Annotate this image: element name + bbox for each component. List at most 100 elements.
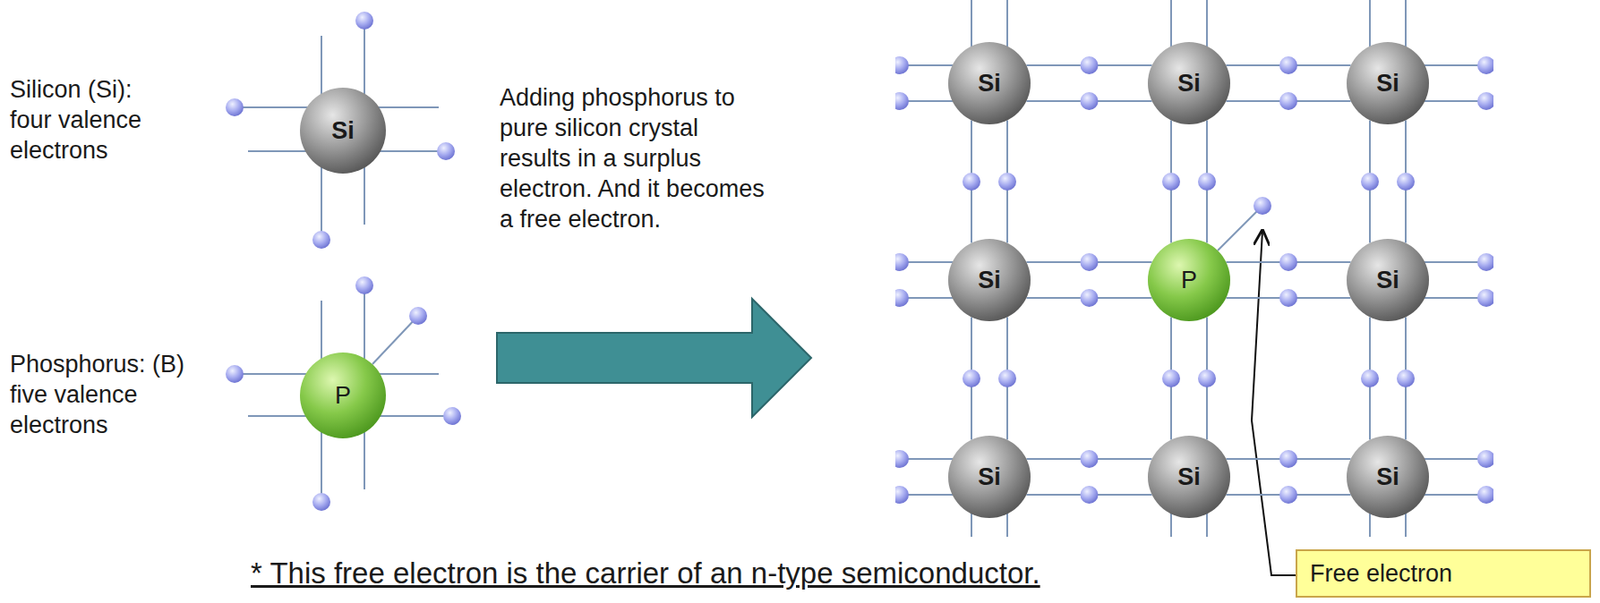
electron-dot [1279, 253, 1298, 272]
electron-dot [1080, 92, 1099, 111]
atom-circle: Si [1147, 436, 1231, 519]
atom-circle: P [299, 352, 386, 439]
covalent-bond [1225, 450, 1351, 505]
electron-dot [1162, 369, 1181, 388]
electron-dot [895, 450, 909, 469]
footnote: * This free electron is the carrier of a… [250, 555, 1041, 593]
electron-dot [1080, 253, 1099, 272]
electron-dot [1279, 289, 1298, 308]
stub-lines [895, 0, 1494, 538]
electron-dot [355, 11, 374, 30]
silicon-bonds [234, 20, 446, 240]
element-symbol: Si [1376, 463, 1400, 492]
electron-dot [1360, 369, 1379, 388]
free-electron-dot [1253, 196, 1272, 215]
element-symbol: Si [977, 69, 1002, 98]
atom-caption: Phosphorus: (B) five valence electrons [9, 349, 198, 441]
electron-dot [1197, 369, 1216, 388]
electron-dot [1080, 486, 1099, 505]
bond-line [1006, 0, 1009, 47]
process-note: Adding phosphorus to pure silicon crysta… [499, 82, 771, 235]
electron-dot [1279, 486, 1298, 505]
atom-circle: Si [1147, 42, 1231, 125]
covalent-bond [1225, 56, 1351, 111]
phosphorus-electrons [225, 276, 462, 512]
electron-dot [409, 307, 428, 326]
process-arrow [496, 299, 812, 418]
electron-dot [1080, 56, 1099, 75]
atom-circle: Si [299, 87, 386, 174]
electron-dot [1197, 172, 1216, 191]
covalent-bond [1162, 316, 1216, 440]
atom-body [1346, 436, 1429, 519]
electron-dot [1396, 172, 1415, 191]
leader-line [1251, 231, 1296, 576]
electron-dot [1477, 486, 1494, 505]
atom-body [948, 42, 1031, 125]
electron-dot [225, 98, 244, 117]
electron-dot [1279, 56, 1298, 75]
bond-line [1170, 0, 1173, 47]
bond-line [970, 513, 973, 538]
electron-dot [895, 289, 909, 308]
atom-body [948, 436, 1031, 519]
electron-dot [312, 493, 331, 512]
electron-dot [1360, 172, 1379, 191]
atom-body [1147, 42, 1231, 125]
element-symbol: P [334, 382, 351, 411]
electron-dot [962, 172, 981, 191]
electron-dot [1162, 172, 1181, 191]
bond-line [1404, 513, 1407, 538]
element-symbol: Si [1376, 266, 1400, 295]
bond-line [1368, 0, 1371, 47]
electron-dot [962, 369, 981, 388]
electron-dot [998, 172, 1017, 191]
extra-electron-line [1217, 205, 1263, 251]
electron-dot [1279, 450, 1298, 469]
electron-dot [895, 92, 909, 111]
element-symbol: Si [977, 463, 1002, 492]
bond-line [1368, 513, 1371, 538]
electron-dot [895, 253, 909, 272]
covalent-bond [1162, 119, 1216, 243]
electron-dot [225, 365, 244, 384]
electron-dot [1477, 92, 1494, 111]
atom-circle: Si [948, 436, 1031, 519]
atom-body [1147, 436, 1231, 519]
atom-body [948, 239, 1031, 322]
atom-body [1147, 239, 1231, 322]
bond-line [970, 0, 973, 47]
bond-line [1206, 513, 1208, 538]
electron-dot [1279, 92, 1298, 111]
bond-line [1170, 513, 1173, 538]
electron-dot [443, 407, 462, 426]
bond-line [1206, 0, 1208, 47]
bond-line [1006, 513, 1009, 538]
atom-circle: Si [1346, 436, 1429, 519]
electron-dot [312, 231, 331, 249]
electron-dot [1477, 289, 1494, 308]
electron-dot [895, 56, 909, 75]
element-symbol: Si [1376, 69, 1400, 98]
atom-circle: Si [1346, 239, 1429, 322]
atom-circle: Si [1346, 42, 1429, 125]
atom-body [299, 87, 386, 174]
element-symbol: Si [1177, 463, 1201, 492]
covalent-bond [1360, 119, 1415, 243]
bond-line [1404, 0, 1407, 47]
electron-dot [1477, 253, 1494, 272]
electron-dot [998, 369, 1017, 388]
electron-dot [1396, 369, 1415, 388]
callout-box: Free electron [1295, 549, 1592, 599]
covalent-bond [1225, 253, 1351, 308]
electron-dot [355, 276, 374, 295]
extra-electron-line [372, 316, 419, 365]
element-symbol: P [1180, 266, 1198, 295]
atom-body [1346, 42, 1429, 125]
atom-circle: P [1147, 239, 1231, 322]
silicon-electrons [225, 11, 455, 249]
covalent-bond [962, 119, 1017, 243]
element-symbol: Si [977, 266, 1002, 295]
atom-body [299, 352, 386, 439]
